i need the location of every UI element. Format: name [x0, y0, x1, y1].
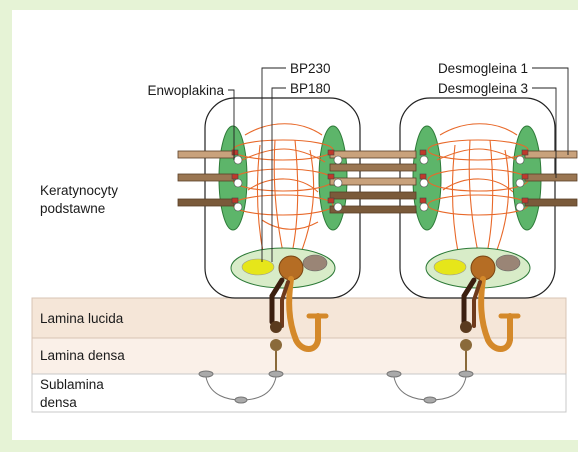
- label-lamina-lucida: Lamina lucida: [40, 311, 124, 326]
- label-desmogleina-1: Desmogleina 1: [438, 61, 528, 76]
- label-sublamina: Sublamina: [40, 377, 104, 392]
- desmosome-plaque: [413, 126, 441, 230]
- label-bp180: BP180: [290, 81, 331, 96]
- sublamina-densa-band: [32, 374, 566, 412]
- label-podstawne: podstawne: [40, 201, 105, 216]
- grey-plaque: [303, 255, 327, 271]
- bp230-plaque: [434, 259, 466, 275]
- bp230-plaque: [242, 259, 274, 275]
- grey-plaque: [496, 255, 520, 271]
- label-enwoplakina: Enwoplakina: [147, 83, 224, 98]
- label-lamina-densa: Lamina densa: [40, 348, 125, 363]
- label-bp230: BP230: [290, 61, 331, 76]
- label-densa: densa: [40, 395, 77, 410]
- label-desmogleina-3: Desmogleina 3: [438, 81, 528, 96]
- label-keratynocyty: Keratynocyty: [40, 183, 118, 198]
